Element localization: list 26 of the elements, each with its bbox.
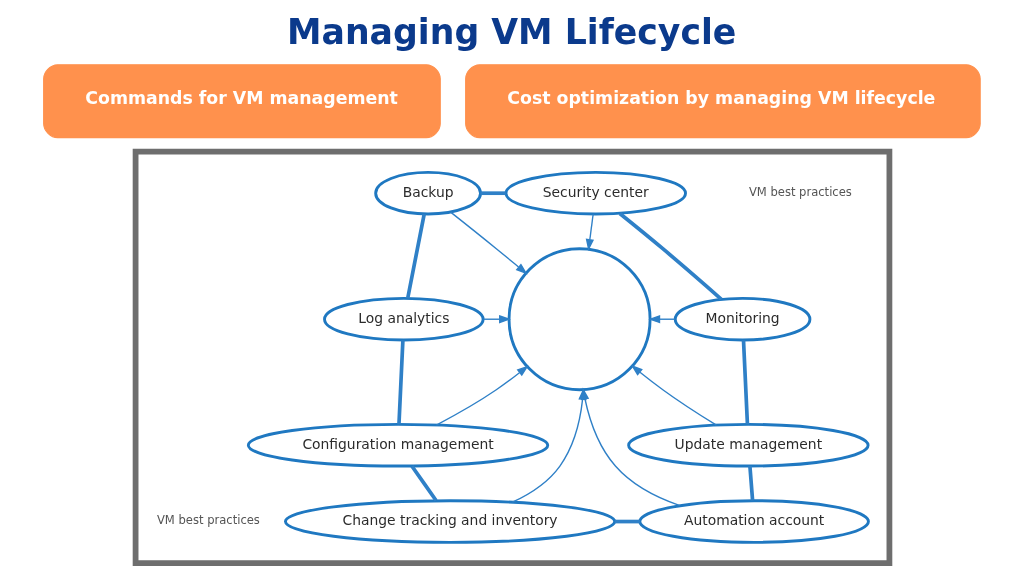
connector [480,191,506,196]
connector [614,519,640,524]
node-ellipse: Security center [504,170,687,216]
node-ellipse: Automation account [637,499,870,544]
node-box: Commands for VM management [42,64,441,139]
node-ellipse: Log analytics [322,296,485,342]
connector [741,340,749,425]
arrow [585,213,594,252]
label: VM best practices [156,513,260,528]
node-ellipse: Backup [373,170,482,216]
connector [396,340,405,425]
node-ellipse: Configuration management [246,423,549,468]
connector [405,213,426,299]
arrow [630,364,717,426]
node-ellipse: Update management [626,423,870,468]
arrow [435,365,529,426]
node-ellipse: Change tracking and inventory [283,499,616,544]
node-box: Cost optimization by managing VM lifecycle [464,64,981,139]
connector [747,466,754,501]
node-circle [507,247,652,392]
node-ellipse: Monitoring [673,296,811,342]
connector [409,465,438,502]
connector [618,212,723,301]
diagram-title: Managing VM Lifecycle [286,12,736,53]
arrow [449,211,528,275]
label: VM best practices [748,185,852,200]
